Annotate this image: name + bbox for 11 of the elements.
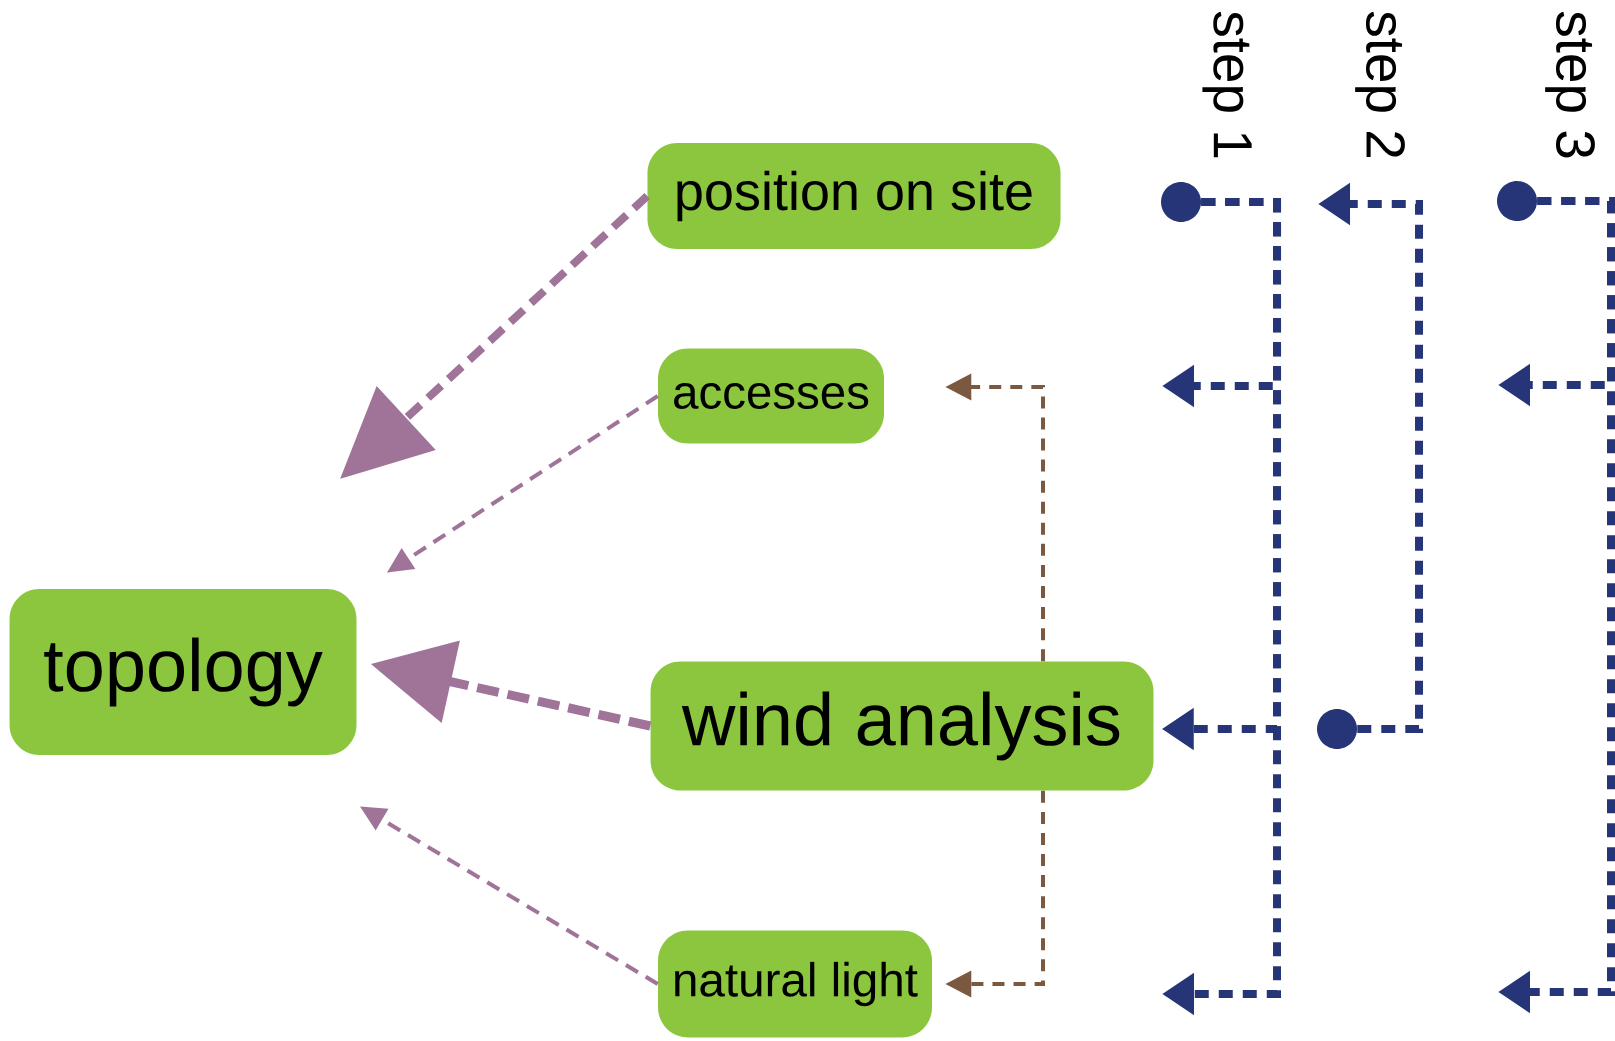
start-dot — [1161, 182, 1201, 222]
start-dot — [1317, 709, 1357, 749]
step-label: step 2 — [1355, 11, 1405, 158]
step-label: step 3 — [1545, 11, 1595, 158]
process-box: accesses — [658, 348, 884, 444]
step-label: step 1 — [1202, 11, 1252, 158]
process-box: natural light — [658, 930, 932, 1038]
process-box: wind analysis — [650, 661, 1154, 791]
process-box: topology — [9, 589, 357, 755]
start-dot — [1497, 181, 1537, 221]
process-box: position on site — [647, 143, 1061, 249]
